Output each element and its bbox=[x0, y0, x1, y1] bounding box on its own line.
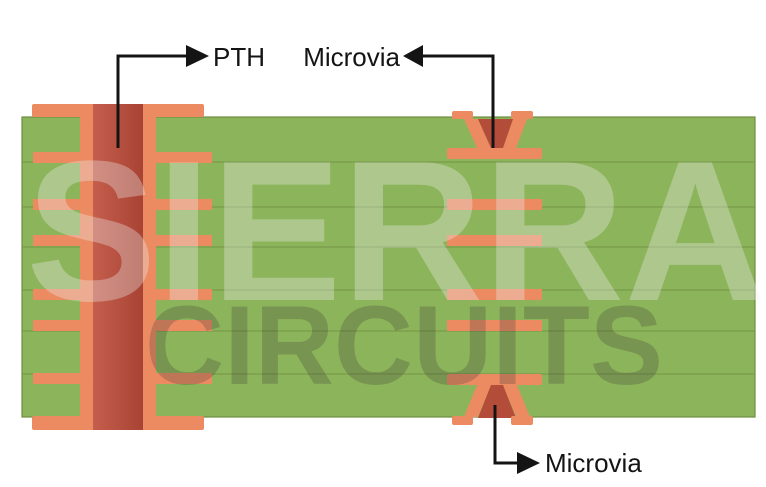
watermark: SIERRA CIRCUITS bbox=[26, 120, 766, 408]
microvia-column bbox=[447, 111, 542, 425]
microvia-wall-right bbox=[503, 119, 527, 148]
bottom-microvia-leader-line bbox=[493, 405, 518, 465]
microvia-hole bbox=[478, 119, 513, 148]
microvia-surface-tab bbox=[452, 111, 473, 119]
pth-barrel-wall-left bbox=[80, 104, 93, 430]
microvia-target-pad bbox=[447, 148, 542, 159]
copper-trace bbox=[33, 199, 93, 210]
microvia-wall-left bbox=[464, 119, 491, 148]
pth-arrowhead-icon bbox=[186, 45, 209, 67]
copper-trace bbox=[447, 199, 542, 210]
microvia-hole bbox=[478, 385, 516, 418]
copper-trace bbox=[33, 152, 93, 163]
microvia-wall-right bbox=[503, 385, 530, 417]
pth-barrel-wall-right bbox=[143, 104, 156, 430]
watermark-brand-line2: CIRCUITS bbox=[145, 283, 663, 408]
watermark-brand-line1: SIERRA bbox=[26, 120, 766, 343]
pth-label: PTH bbox=[213, 42, 265, 72]
copper-trace bbox=[447, 289, 542, 300]
top-microvia-arrowhead-icon bbox=[403, 45, 423, 67]
bottom-microvia-arrowhead-icon bbox=[517, 452, 540, 474]
top-microvia bbox=[447, 111, 542, 159]
copper-trace bbox=[447, 320, 542, 331]
bottom-microvia-label: Microvia bbox=[545, 448, 642, 478]
pth-structure bbox=[32, 104, 212, 430]
microvia-surface-tab bbox=[511, 416, 533, 425]
copper-trace bbox=[33, 373, 93, 384]
copper-trace bbox=[143, 289, 212, 300]
bottom-microvia bbox=[447, 374, 542, 425]
microvia-target-pad bbox=[447, 374, 542, 385]
annotations: PTH Microvia Microvia bbox=[116, 42, 642, 478]
copper-trace bbox=[143, 199, 212, 210]
top-microvia-leader-line bbox=[422, 54, 495, 148]
copper-trace bbox=[143, 152, 212, 163]
copper-trace bbox=[33, 289, 93, 300]
copper-trace bbox=[143, 320, 212, 331]
top-microvia-label: Microvia bbox=[303, 42, 400, 72]
copper-trace bbox=[447, 235, 542, 246]
copper-trace bbox=[33, 235, 93, 246]
pth-leader-line bbox=[116, 54, 187, 148]
microvia-surface-tab bbox=[452, 416, 473, 425]
pth-hole bbox=[93, 104, 143, 430]
copper-trace bbox=[33, 320, 93, 331]
microvia-surface-tab bbox=[511, 111, 533, 119]
copper-trace bbox=[143, 373, 212, 384]
copper-trace bbox=[143, 235, 212, 246]
microvia-wall-left bbox=[464, 385, 491, 417]
